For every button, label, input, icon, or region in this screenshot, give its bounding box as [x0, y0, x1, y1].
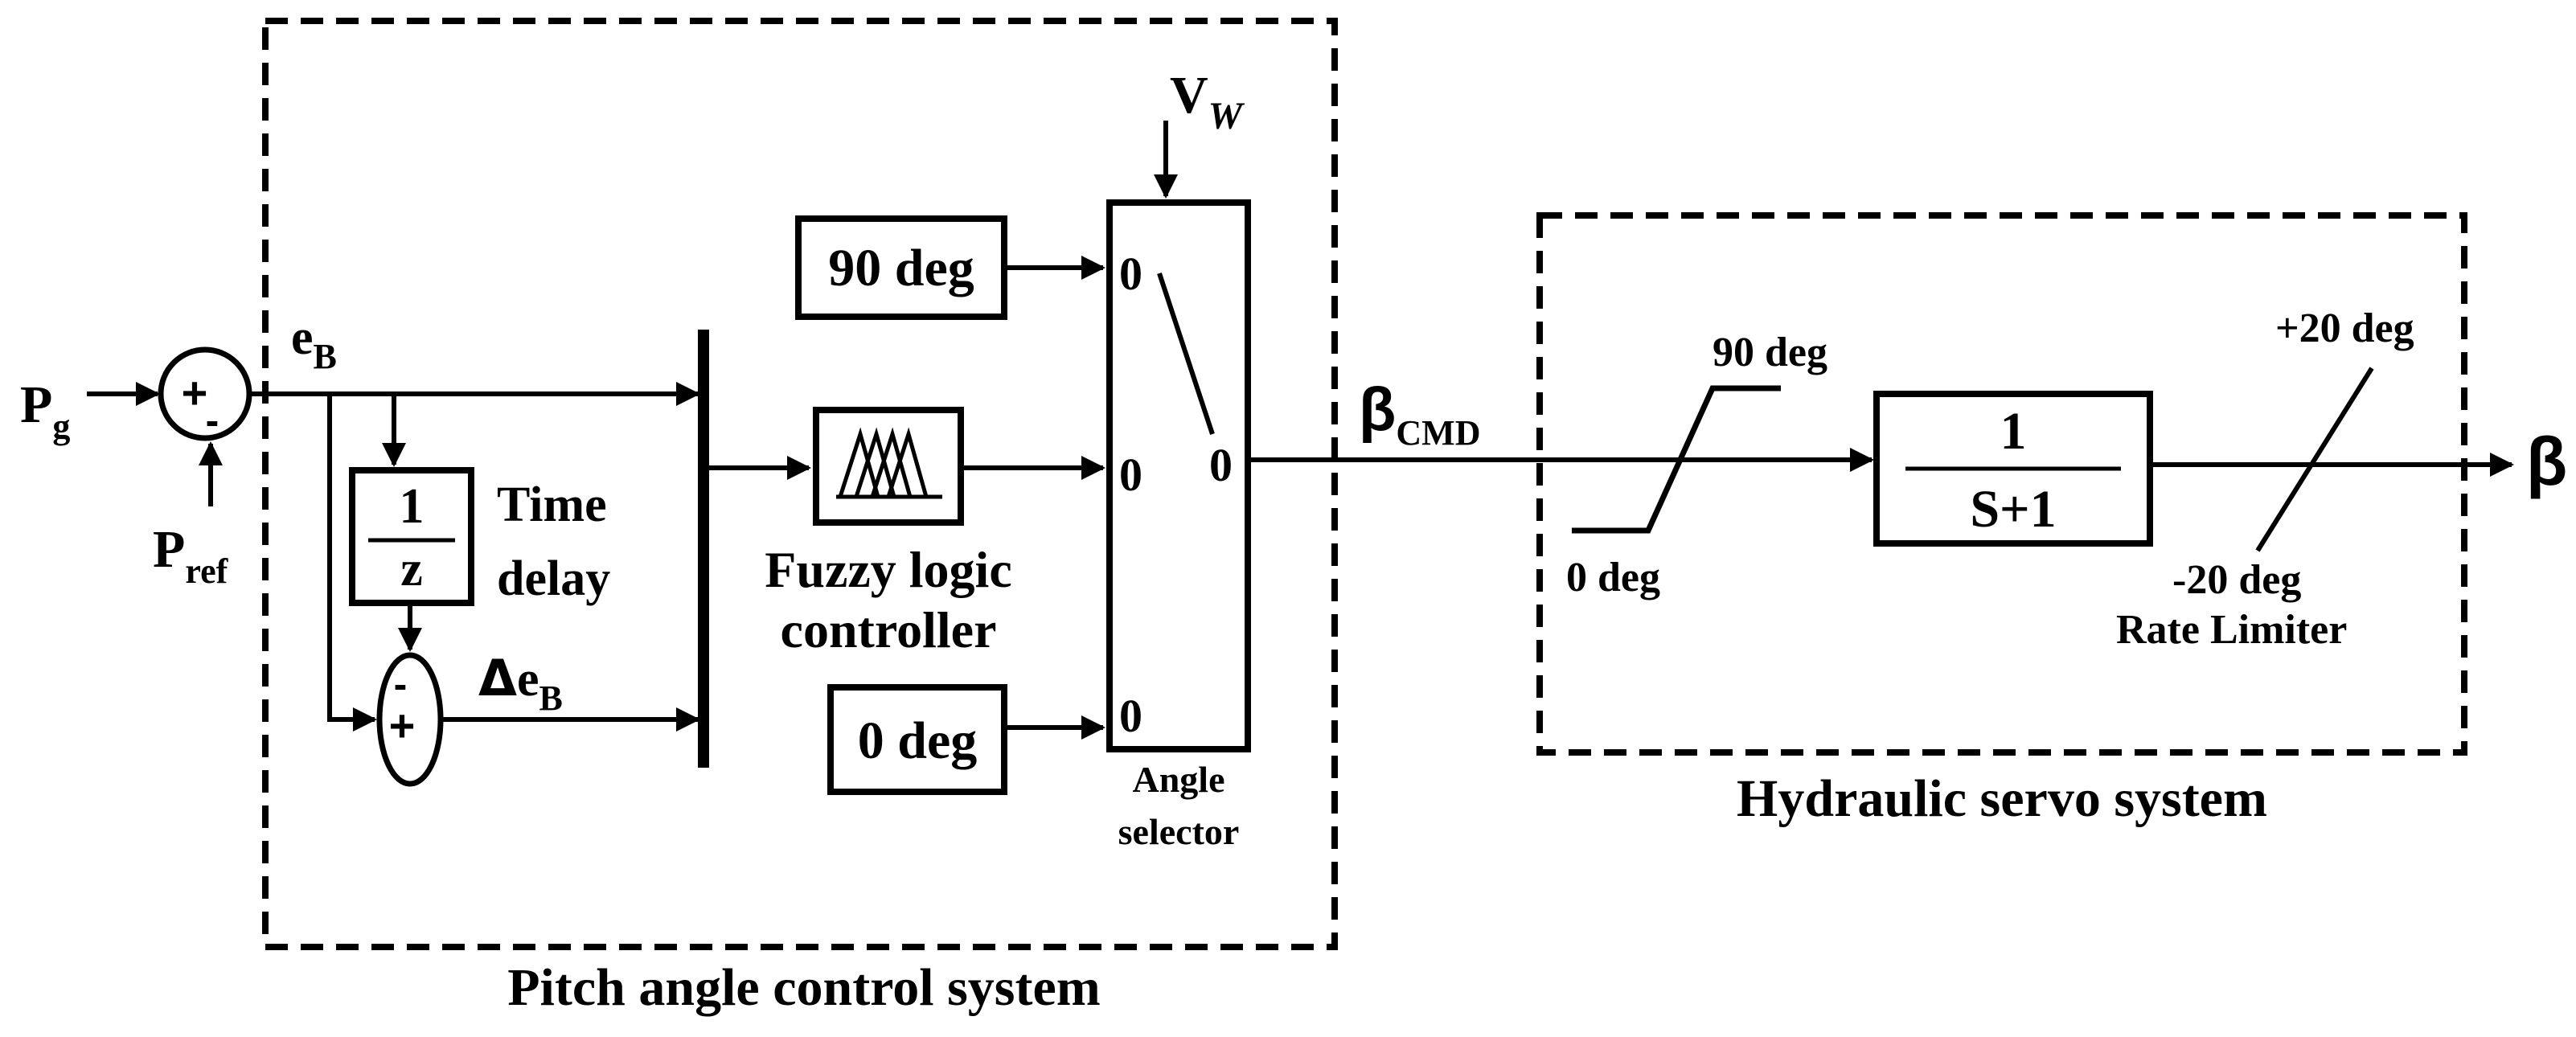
pitch-control-group-box — [262, 18, 1338, 950]
eb-to-sum2-wire — [327, 394, 377, 732]
transfer-function-denominator: S+1 — [1970, 480, 2056, 539]
sum-junction-1-minus: - — [206, 398, 219, 443]
constant-0-deg-value: 0 deg — [858, 711, 978, 770]
hydraulic-servo-group-box — [1536, 212, 2467, 756]
hydraulic-servo-group-label: Hydraulic servo system — [1737, 769, 2267, 828]
sum-junction-1-plus: + — [182, 367, 208, 418]
fuzzy-label-line1: Fuzzy logic — [765, 541, 1011, 598]
mux-bar — [698, 330, 709, 768]
saturation-symbol — [1572, 385, 1781, 534]
saturation-lower-label: 0 deg — [1566, 555, 1660, 600]
rate-limiter-name-label: Rate Limiter — [2116, 607, 2347, 653]
angle-selector-switch-arm — [1157, 273, 1215, 435]
fuzzy-logic-block — [813, 407, 964, 526]
constant-0-deg-block — [827, 684, 1007, 795]
saturation-upper-label: 90 deg — [1713, 330, 1827, 375]
angle-selector-port-top: 0 — [1119, 248, 1142, 300]
pg-input-label: Pg — [20, 375, 70, 446]
delta-eb-signal-label: ΔeB — [478, 649, 563, 718]
fuzzy-membership-icon — [836, 427, 942, 499]
sum-junction-2-plus: + — [389, 700, 416, 751]
angle-selector-label-line1: Angle — [1133, 759, 1225, 800]
angle-selector-port-bot: 0 — [1119, 690, 1142, 742]
pref-input-label: Pref — [153, 520, 229, 591]
time-delay-block — [349, 467, 474, 606]
time-delay-denominator: z — [400, 542, 423, 596]
fuzzy-label-line2: controller — [781, 601, 997, 658]
angle-selector-port-out: 0 — [1209, 439, 1233, 491]
constant-90-deg-value: 90 deg — [828, 239, 974, 297]
angle-selector-port-mid: 0 — [1119, 449, 1142, 501]
rate-limiter-symbol — [2255, 367, 2374, 552]
time-delay-label-line1: Time — [497, 478, 607, 532]
time-delay-numerator: 1 — [400, 479, 425, 534]
eb-signal-label: eB — [291, 310, 337, 376]
transfer-function-numerator: 1 — [2000, 402, 2027, 461]
beta-cmd-signal-label: βCMD — [1359, 375, 1480, 453]
rate-limiter-upper-label: +20 deg — [2275, 305, 2414, 351]
pitch-control-group-label: Pitch angle control system — [507, 958, 1101, 1017]
time-delay-label-line2: delay — [497, 551, 610, 606]
angle-selector-block — [1106, 199, 1251, 752]
beta-output-label: β — [2526, 424, 2567, 499]
sum-junction-2-minus: - — [394, 662, 408, 707]
angle-selector-label-line2: selector — [1118, 811, 1240, 852]
vw-input-label: VW — [1170, 66, 1245, 137]
rate-limiter-lower-label: -20 deg — [2172, 557, 2301, 603]
